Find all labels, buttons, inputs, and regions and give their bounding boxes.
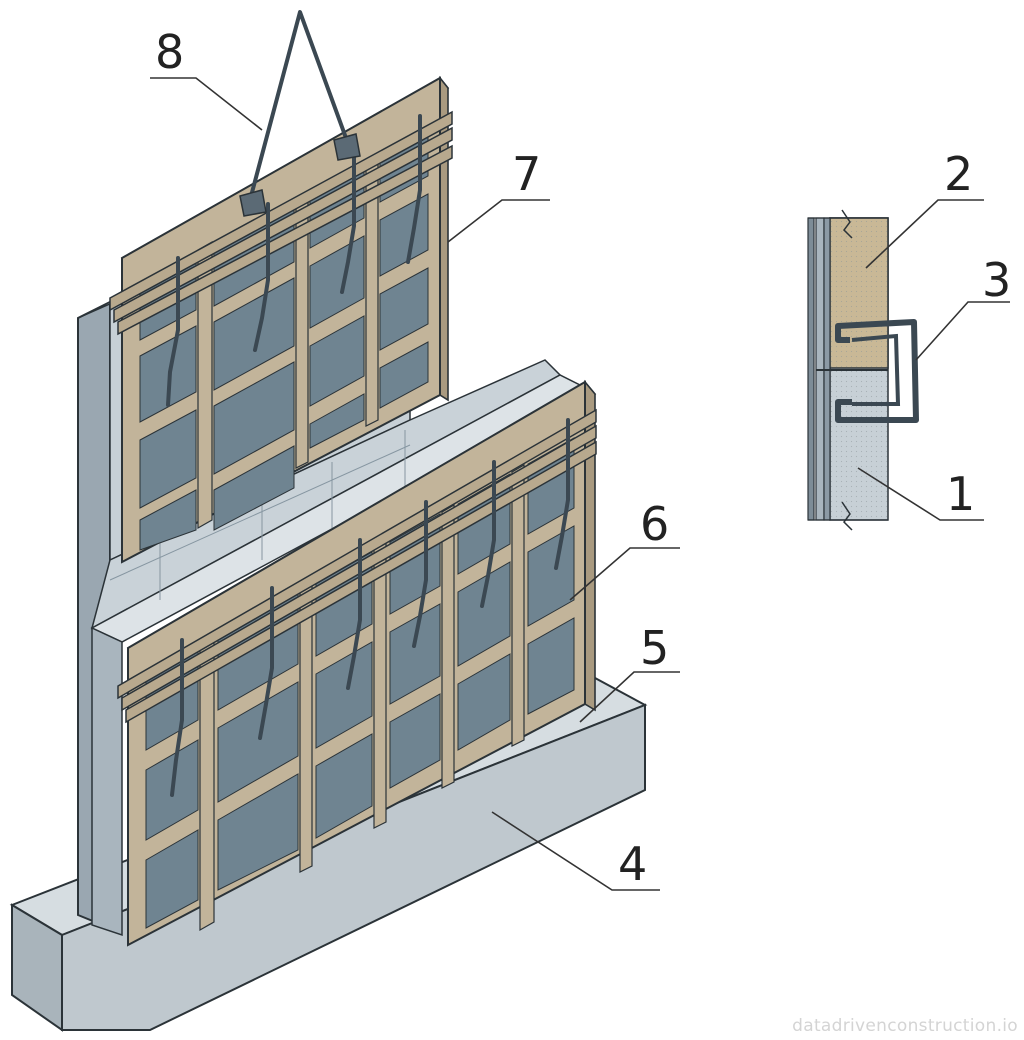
- lower-formwork-panel: [117, 379, 597, 947]
- upper-panel-ties: [166, 114, 422, 407]
- callout-7: 7: [512, 147, 541, 201]
- callout-1: 1: [946, 467, 975, 521]
- lower-panel-ties: [170, 418, 570, 797]
- upper-formwork-panel: [109, 75, 453, 564]
- watermark-text: datadrivenconstruction.io: [792, 1016, 1018, 1036]
- leader-lines: [150, 77, 1010, 891]
- callout-8: 8: [155, 25, 184, 79]
- callout-4: 4: [618, 837, 647, 891]
- joint-detail-section: [807, 209, 919, 531]
- callout-3: 3: [982, 253, 1011, 307]
- callout-6: 6: [640, 497, 669, 551]
- callout-5: 5: [640, 621, 669, 675]
- callout-2: 2: [944, 147, 973, 201]
- lifting-sling: [239, 10, 361, 217]
- callout-labels: 8 7 6 5 4 2 3 1: [155, 25, 1011, 891]
